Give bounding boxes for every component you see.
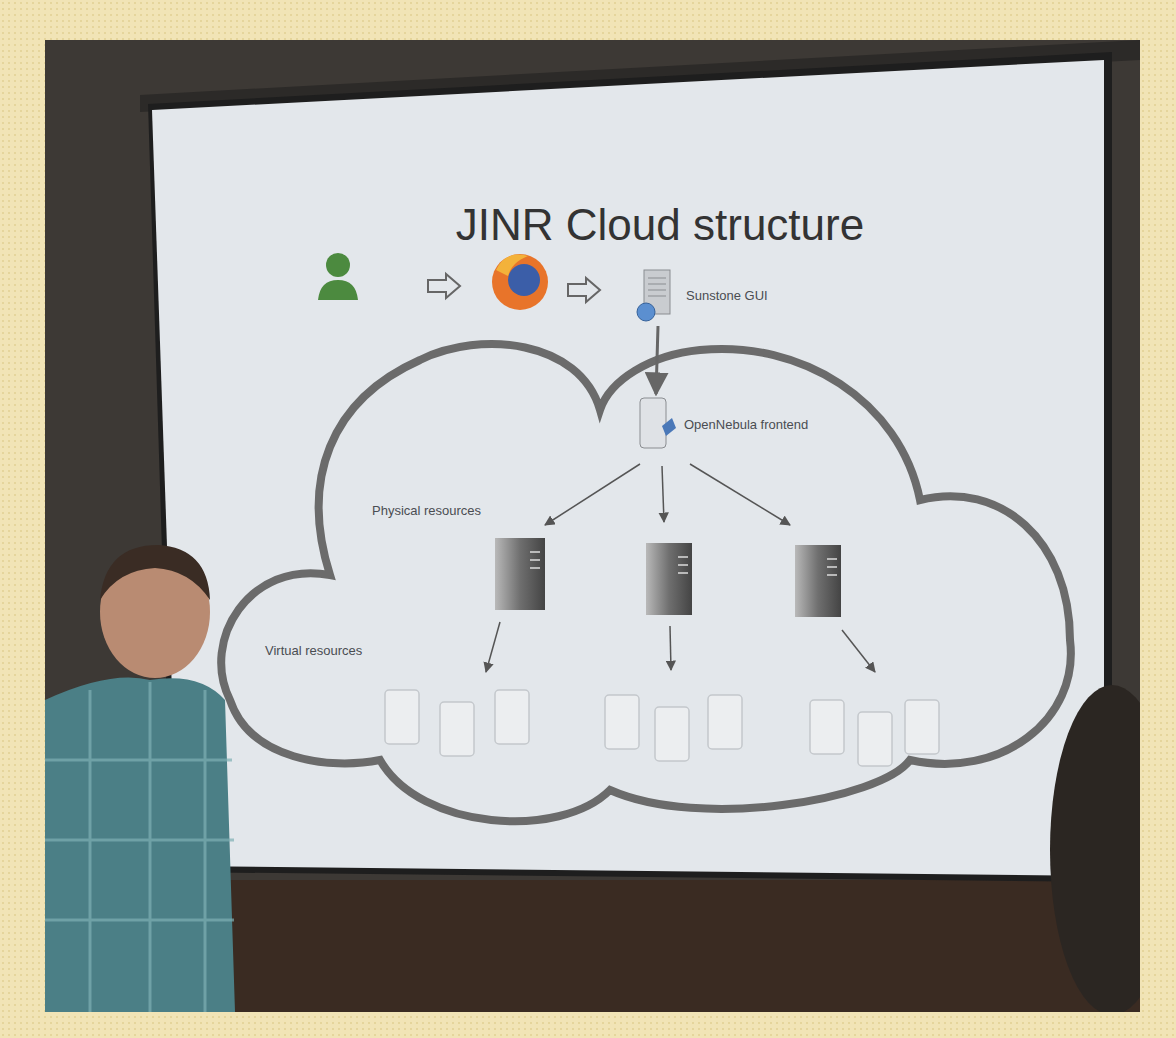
region-label: Virtual resources <box>265 643 362 658</box>
server-node: OpenNebula frontend <box>634 396 808 454</box>
server-node: Sunstone GUI <box>636 268 768 324</box>
server-icon <box>634 396 678 454</box>
server-icon <box>636 268 680 324</box>
region-label: Physical resources <box>372 503 481 518</box>
slide-title: JINR Cloud structure <box>380 200 940 250</box>
node-label: OpenNebula frontend <box>684 417 808 433</box>
node-label: Sunstone GUI <box>686 288 768 304</box>
flow-arrow <box>656 326 658 394</box>
